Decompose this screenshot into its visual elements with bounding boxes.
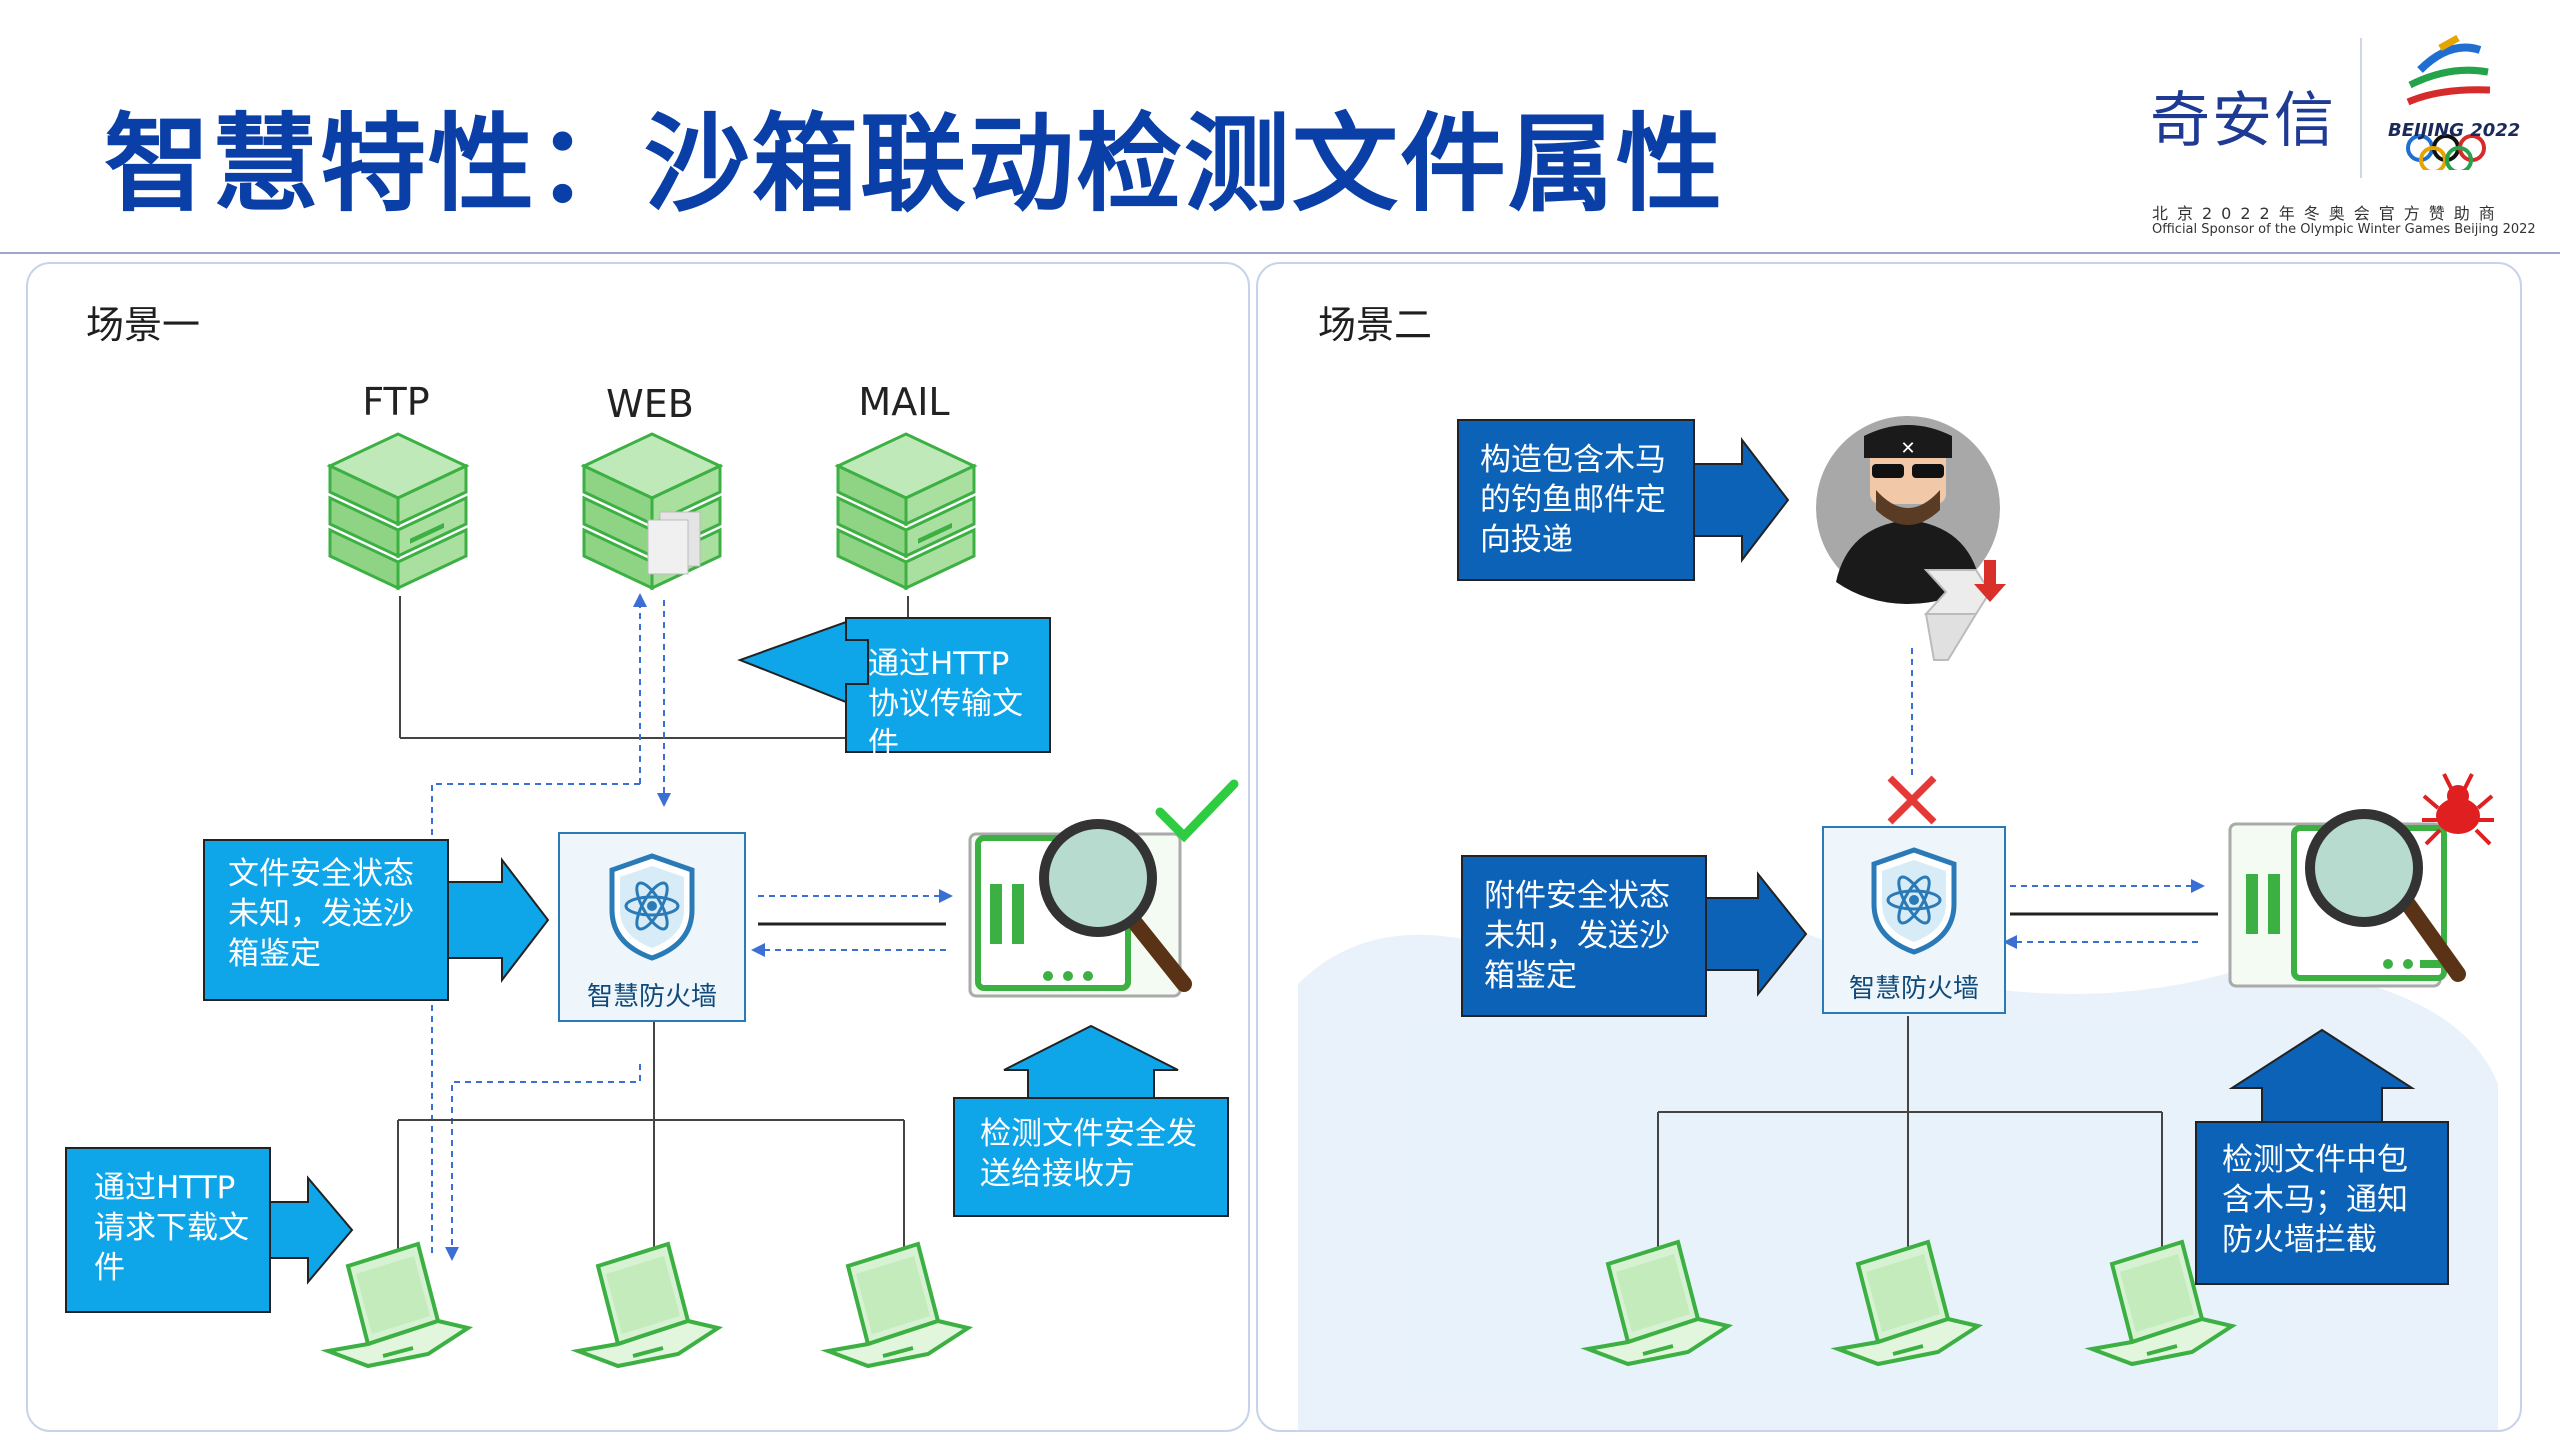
block-x-icon bbox=[1887, 775, 1937, 825]
email-icon bbox=[1923, 560, 2006, 661]
firewall-shield-icon bbox=[609, 853, 695, 961]
callout-trojan-found-text: 检测文件中包含木马；通知防火墙拦截 bbox=[2222, 1142, 2408, 1258]
firewall-box-1: 智慧防火墙 bbox=[558, 832, 746, 1022]
laptop-icon-2 bbox=[576, 1242, 720, 1368]
bug-icon bbox=[2422, 773, 2494, 846]
scene2-label: 场景二 bbox=[1318, 303, 1433, 347]
header-divider bbox=[0, 252, 2560, 254]
firewall-shield-icon-2 bbox=[1871, 847, 1957, 955]
callout-http-download bbox=[65, 1147, 354, 1313]
firewall-label-2: 智慧防火墙 bbox=[1848, 974, 1979, 1004]
checkmark-icon bbox=[1155, 779, 1239, 843]
olympic-emblem-icon bbox=[2406, 34, 2491, 170]
server-label-mail: MAIL bbox=[858, 380, 950, 424]
page-title: 智慧特性：沙箱联动检测文件属性 bbox=[104, 103, 1724, 226]
scene1-label: 场景一 bbox=[86, 303, 201, 347]
firewall-box-2: 智慧防火墙 bbox=[1822, 826, 2006, 1014]
server-label-web: WEB bbox=[606, 382, 694, 426]
laptop-icon-3 bbox=[826, 1242, 970, 1368]
callout-check-safe bbox=[953, 1024, 1229, 1217]
callout-unknown-status-text: 文件安全状态未知，发送沙箱鉴定 bbox=[228, 856, 414, 972]
callout-http-transfer bbox=[737, 617, 1051, 753]
callout-attachment-unknown-text: 附件安全状态未知，发送沙箱鉴定 bbox=[1484, 878, 1670, 994]
callout-attachment-unknown bbox=[1461, 855, 1808, 1017]
server-label-ftp: FTP bbox=[362, 380, 430, 424]
firewall-label-1: 智慧防火墙 bbox=[586, 982, 717, 1012]
callout-phishing bbox=[1457, 419, 1790, 581]
callout-http-transfer-text: 通过HTTP协议传输文件 bbox=[868, 646, 1023, 762]
callout-check-safe-text: 检测文件安全发送给接收方 bbox=[980, 1116, 1197, 1192]
logo-divider bbox=[2360, 38, 2362, 178]
callout-phishing-text: 构造包含木马的钓鱼邮件定向投递 bbox=[1480, 442, 1666, 558]
svg-text:✕: ✕ bbox=[1900, 438, 1915, 459]
laptop-icon-1 bbox=[326, 1242, 470, 1368]
callout-trojan-found bbox=[2195, 1028, 2449, 1285]
scene2-diagram: ✕ bbox=[1298, 416, 2498, 1430]
server-icon-mail bbox=[836, 432, 976, 590]
server-icon-ftp bbox=[328, 432, 468, 590]
callout-http-download-text: 通过HTTP请求下载文件 bbox=[94, 1170, 249, 1286]
beijing-2022-text: BEIJING 2022 bbox=[2388, 120, 2521, 141]
file-icon bbox=[647, 511, 701, 575]
sponsor-english-text: Official Sponsor of the Olympic Winter G… bbox=[2152, 222, 2536, 237]
sponsor-chinese-text: 北京2022年冬奥会官方赞助商 bbox=[2152, 204, 2504, 223]
scene2-panel: 场景二 ✕ bbox=[1256, 262, 2522, 1432]
sandbox-magnifier-icon bbox=[968, 819, 1192, 998]
scene1-panel: 场景一 FTP WEB MAIL bbox=[26, 262, 1250, 1432]
scene1-diagram bbox=[65, 432, 1239, 1368]
sandbox-magnifier-icon-2 bbox=[2228, 809, 2466, 988]
brand-logo-text: 奇安信 bbox=[2150, 86, 2336, 156]
callout-unknown-status bbox=[203, 839, 550, 1001]
